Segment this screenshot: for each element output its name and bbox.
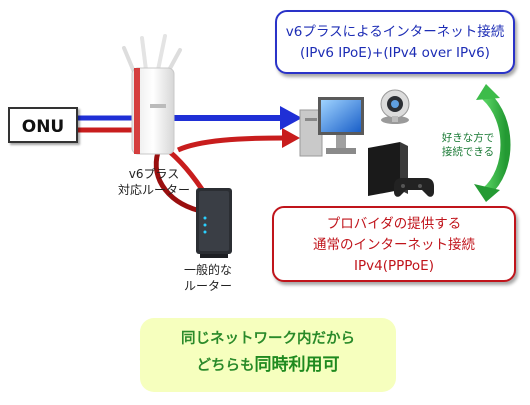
cable-normal-router-to-pc (176, 128, 300, 153)
normal-router-label-line1: 一般的な (183, 263, 232, 277)
normal-router-label: 一般的な ルーター (168, 262, 248, 294)
v6-router-label: v6プラス 対応ルーター (104, 166, 204, 198)
normal-router-label-line2: ルーター (183, 279, 232, 293)
ipv4-connection-line1: プロバイダの提供する (326, 216, 462, 232)
ipv4-connection-box: プロバイダの提供する 通常のインターネット接続 IPv4(PPPoE) (272, 206, 516, 282)
onu-box: ONU (8, 107, 78, 143)
note-line1: 同じネットワーク内だから (181, 331, 355, 347)
choose-label-line1: 好きな方で (441, 132, 495, 144)
switch-arrow-icon (474, 84, 511, 202)
choose-label-line2: 接続できる (441, 146, 495, 158)
simultaneous-use-note: 同じネットワーク内だから どちらも同時利用可 (140, 318, 396, 392)
v6-router-label-line2: 対応ルーター (117, 183, 190, 197)
ipv4-connection-line2: 通常のインターネット接続 (313, 237, 475, 253)
v6-connection-box: v6プラスによるインターネット接続 (IPv6 IPoE)+(IPv4 over… (275, 10, 515, 74)
onu-label: ONU (21, 117, 65, 137)
note-line2-emphasis: 同時利用可 (254, 355, 340, 375)
game-console-icon (368, 142, 434, 197)
ipv4-connection-protocol: IPv4(PPPoE) (354, 258, 434, 274)
v6-router-label-line1: v6プラス (128, 167, 180, 181)
arrow-v6-to-pc (168, 106, 302, 130)
web-camera-icon (380, 89, 410, 124)
note-line2: どちらも同時利用可 (140, 351, 396, 380)
v6-connection-title: v6プラスによるインターネット接続 (285, 24, 505, 40)
note-line2-prefix: どちらも (196, 358, 255, 374)
desktop-pc-icon (299, 97, 364, 157)
v6-connection-protocol: (IPv6 IPoE)+(IPv4 over IPv6) (300, 45, 490, 61)
choose-label: 好きな方で 接続できる (432, 131, 504, 159)
normal-router-icon (196, 188, 232, 258)
v6-router-icon (122, 34, 182, 155)
